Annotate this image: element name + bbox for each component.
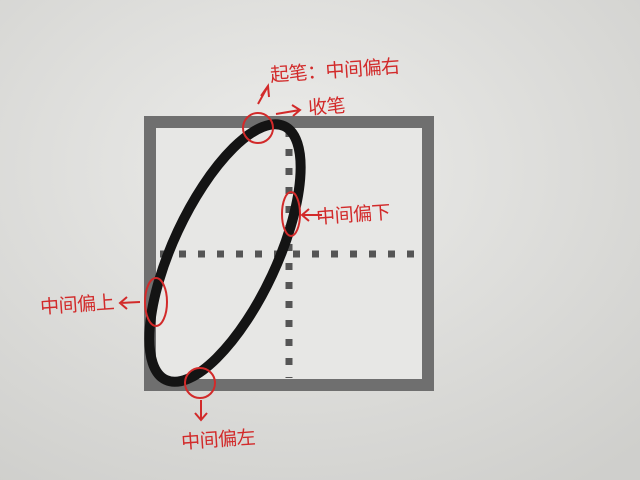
annotation-bottom: 中间偏左 bbox=[180, 426, 256, 454]
red-circle-left bbox=[144, 277, 168, 327]
annotation-right-side: 中间偏下 bbox=[315, 201, 391, 229]
red-circle-bottom bbox=[184, 367, 216, 399]
annotation-end-stroke: 收笔 bbox=[307, 94, 346, 120]
red-circle-top bbox=[242, 112, 274, 144]
red-circle-right bbox=[281, 191, 301, 237]
annotation-left-side: 中间偏上 bbox=[39, 291, 115, 319]
ink-oval-stroke bbox=[144, 119, 306, 387]
red-arrows bbox=[118, 83, 322, 422]
